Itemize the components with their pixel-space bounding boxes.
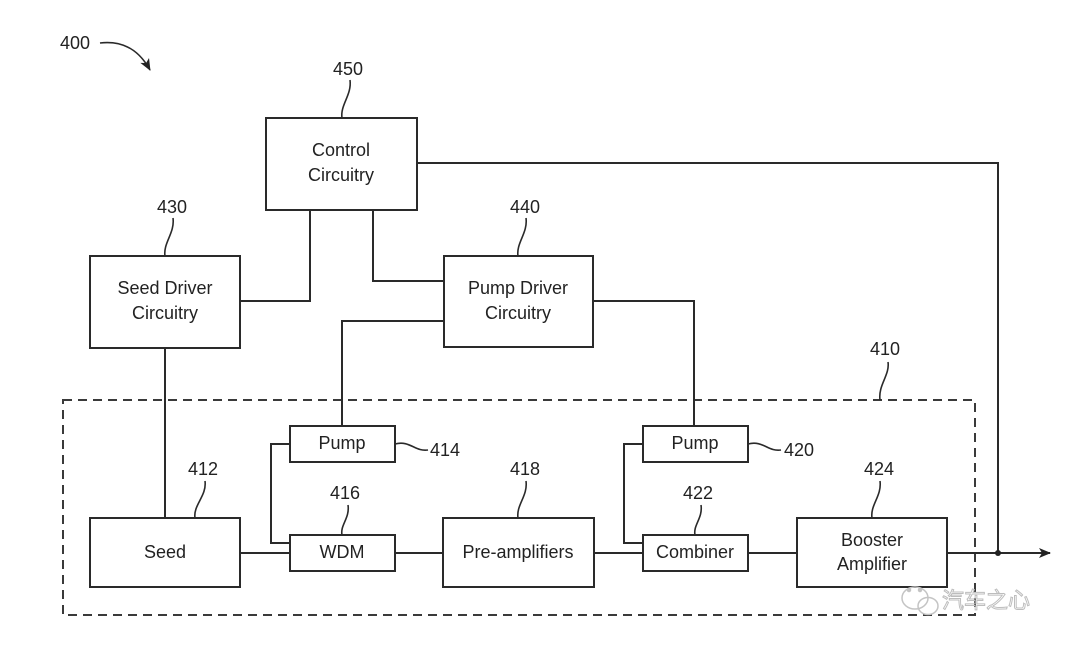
pump-driver-line1: Pump Driver — [468, 278, 568, 298]
combiner-ref: 422 — [683, 483, 713, 503]
junction-dot — [995, 550, 1001, 556]
wire-pump2-to-combiner — [623, 443, 643, 544]
wdm-leader — [340, 504, 350, 536]
combiner-block[interactable]: Combiner — [642, 534, 749, 572]
wdm-label: WDM — [320, 542, 365, 562]
wire-control-to-seed-driver — [240, 210, 311, 302]
seed-driver-leader — [164, 217, 174, 257]
booster-amplifier-block[interactable]: Booster Amplifier — [796, 517, 948, 588]
wire-pump-driver-to-pump1 — [341, 320, 444, 426]
seed-driver-line2: Circuitry — [132, 303, 198, 323]
control-circuitry-line2: Circuitry — [308, 165, 374, 185]
pump-420-ref: 420 — [784, 440, 814, 460]
pre-amplifiers-label: Pre-amplifiers — [462, 542, 573, 562]
wire-pump1-to-wdm — [270, 443, 290, 544]
pump-414-block[interactable]: Pump — [289, 425, 396, 463]
seed-block[interactable]: Seed — [89, 517, 241, 588]
wire-pump-driver-to-pump2 — [593, 300, 695, 426]
control-circuitry-leader — [341, 79, 351, 119]
control-circuitry-ref: 450 — [333, 59, 363, 79]
pump-driver-leader — [517, 217, 527, 257]
pre-amplifiers-ref: 418 — [510, 459, 540, 479]
laser-system-leader — [879, 361, 889, 401]
control-circuitry-line1: Control — [312, 140, 370, 160]
pump-414-ref: 414 — [430, 440, 460, 460]
combiner-leader — [693, 504, 703, 536]
watermark-text: 汽车之心 — [942, 589, 1030, 614]
pump-414-label: Pump — [318, 433, 365, 453]
pump-driver-ref: 440 — [510, 197, 540, 217]
seed-driver-ref: 430 — [157, 197, 187, 217]
booster-line1: Booster — [841, 530, 903, 550]
pump-driver-line2: Circuitry — [485, 303, 551, 323]
combiner-label: Combiner — [656, 542, 734, 562]
laser-system-ref: 410 — [870, 339, 900, 359]
booster-leader — [871, 480, 881, 519]
seed-driver-line1: Seed Driver — [117, 278, 212, 298]
seed-label: Seed — [144, 542, 186, 562]
figure-ref-label: 400 — [60, 33, 90, 53]
figure-ref-arrow — [99, 41, 151, 71]
wdm-ref: 416 — [330, 483, 360, 503]
pre-amplifiers-block[interactable]: Pre-amplifiers — [442, 517, 595, 588]
pump-414-leader — [394, 442, 429, 451]
seed-leader — [194, 480, 206, 519]
wechat-icon — [901, 586, 939, 616]
pump-420-label: Pump — [671, 433, 718, 453]
wdm-block[interactable]: WDM — [289, 534, 396, 572]
wire-control-to-output — [417, 162, 999, 553]
seed-driver-circuitry-block[interactable]: Seed Driver Circuitry — [89, 255, 241, 349]
connections — [164, 162, 1051, 558]
watermark: 汽车之心 — [901, 586, 1031, 616]
laser-system-boundary — [62, 399, 976, 616]
pump-driver-circuitry-block[interactable]: Pump Driver Circuitry — [443, 255, 594, 348]
control-circuitry-block[interactable]: Control Circuitry — [265, 117, 418, 211]
pump-420-block[interactable]: Pump — [642, 425, 749, 463]
seed-ref: 412 — [188, 459, 218, 479]
pre-amplifiers-leader — [517, 480, 527, 519]
booster-ref: 424 — [864, 459, 894, 479]
pump-420-leader — [747, 442, 782, 451]
wire-control-to-pump-driver — [372, 210, 444, 282]
booster-line2: Amplifier — [837, 554, 907, 574]
